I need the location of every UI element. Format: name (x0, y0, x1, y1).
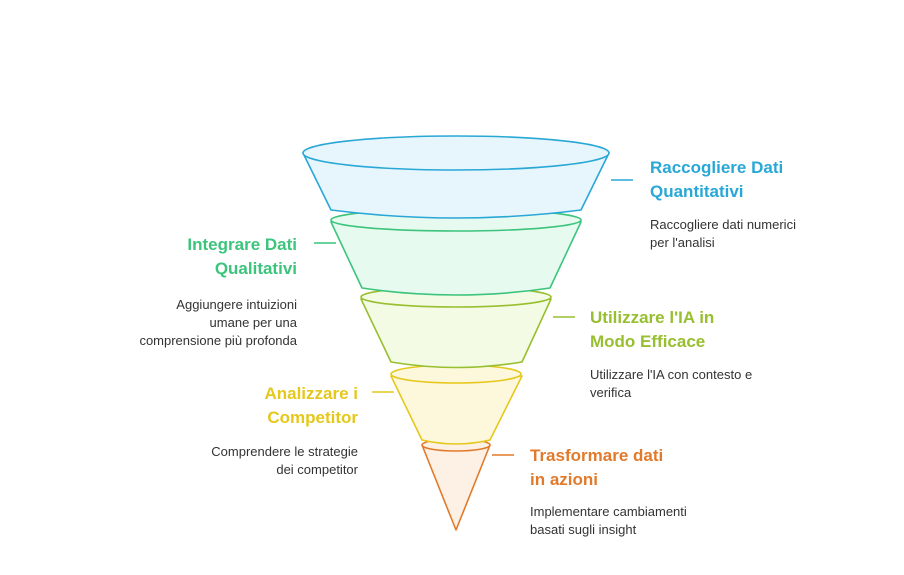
funnel-stage-1-rim (302, 135, 610, 171)
stage-4-description: Comprendere le strategie dei competitor (211, 443, 358, 479)
funnel-stage-3-body (360, 298, 552, 369)
stage-2-description: Aggiungere intuizioni umane per una comp… (139, 296, 297, 350)
stage-4-desc-line-2: dei competitor (276, 462, 358, 477)
stage-4-desc-line-1: Comprendere le strategie (211, 444, 358, 459)
stage-3-title-line-2: Modo Efficace (590, 332, 706, 351)
stage-5-title: Trasformare dati in azioni (530, 444, 663, 492)
stage-5-desc-line-1: Implementare cambiamenti (530, 504, 687, 519)
stage-1-title-line-1: Raccogliere Dati (650, 158, 784, 177)
stage-2-title-line-2: Qualitativi (214, 259, 297, 278)
stage-1-desc-line-1: Raccogliere dati numerici (650, 217, 796, 232)
stage-4-title: Analizzare i Competitor (264, 382, 358, 430)
stage-3-desc-line-1: Utilizzare l'IA con contesto e (590, 367, 753, 382)
stage-3-description: Utilizzare l'IA con contesto e verifica (590, 366, 752, 402)
stage-3-title-line-1: Utilizzare l'IA in (590, 308, 715, 327)
stage-1-desc-line-2: per l'analisi (650, 235, 715, 250)
stage-2-title-line-1: Integrare Dati (187, 235, 297, 254)
stage-5-title-line-1: Trasformare dati (530, 446, 664, 465)
stage-5-title-line-2: in azioni (530, 470, 598, 489)
stage-2-desc-line-3: comprensione più profonda (139, 333, 297, 348)
stage-1-title: Raccogliere Dati Quantitativi (650, 156, 783, 204)
funnel-stage-1-body (302, 152, 610, 219)
stage-4-title-line-1: Analizzare i (264, 384, 358, 403)
stage-2-title: Integrare Dati Qualitativi (187, 233, 297, 281)
stage-3-desc-line-2: verifica (590, 385, 632, 400)
stage-2-desc-line-2: umane per una (209, 315, 297, 330)
stage-2-desc-line-1: Aggiungere intuizioni (176, 297, 297, 312)
stage-4-title-line-2: Competitor (267, 408, 358, 427)
stage-3-title: Utilizzare l'IA in Modo Efficace (590, 306, 714, 354)
funnel-stage-5-body (421, 444, 491, 531)
stage-5-description: Implementare cambiamenti basati sugli in… (530, 503, 687, 539)
funnel-stage-2-body (330, 221, 582, 296)
funnel-stage-4-body (390, 375, 523, 445)
stage-1-description: Raccogliere dati numerici per l'analisi (650, 216, 796, 252)
stage-5-desc-line-2: basati sugli insight (530, 522, 637, 537)
stage-1-title-line-2: Quantitativi (650, 182, 744, 201)
